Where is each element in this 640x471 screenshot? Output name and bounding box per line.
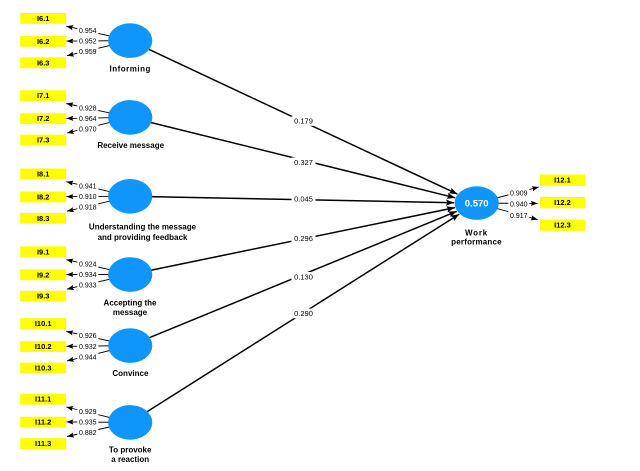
svg-text:0.929: 0.929 xyxy=(79,409,97,416)
svg-text:0.941: 0.941 xyxy=(79,184,97,191)
svg-text:I7.1: I7.1 xyxy=(37,91,50,100)
svg-text:0.940: 0.940 xyxy=(510,202,528,209)
svg-text:Receive message: Receive message xyxy=(97,141,164,150)
svg-text:I9.3: I9.3 xyxy=(37,292,50,301)
svg-text:0.933: 0.933 xyxy=(79,283,97,290)
svg-text:Understanding the message: Understanding the message xyxy=(89,222,197,231)
svg-text:I11.2: I11.2 xyxy=(35,418,51,427)
svg-text:0.130: 0.130 xyxy=(294,273,313,282)
svg-text:I11.3: I11.3 xyxy=(35,439,51,448)
svg-text:0.952: 0.952 xyxy=(79,39,97,46)
svg-text:I7.2: I7.2 xyxy=(37,114,50,123)
svg-text:0.327: 0.327 xyxy=(294,158,313,167)
svg-text:I6.2: I6.2 xyxy=(37,37,50,46)
svg-text:0.882: 0.882 xyxy=(79,430,97,437)
svg-text:Convince: Convince xyxy=(112,369,149,378)
svg-text:and providing feedback: and providing feedback xyxy=(98,233,188,242)
svg-text:0.179: 0.179 xyxy=(294,117,313,126)
svg-text:I11.1: I11.1 xyxy=(35,395,51,404)
svg-text:0.045: 0.045 xyxy=(294,195,313,204)
svg-text:0.934: 0.934 xyxy=(79,272,97,279)
svg-text:To provoke: To provoke xyxy=(109,446,152,455)
svg-text:0.924: 0.924 xyxy=(79,261,97,268)
svg-text:0.959: 0.959 xyxy=(79,49,97,56)
svg-text:0.935: 0.935 xyxy=(79,419,97,426)
svg-text:I12.2: I12.2 xyxy=(554,198,571,207)
svg-text:I8.2: I8.2 xyxy=(37,192,50,201)
svg-text:0.918: 0.918 xyxy=(79,205,97,212)
svg-text:I8.3: I8.3 xyxy=(37,214,50,223)
svg-text:0.970: 0.970 xyxy=(79,127,97,134)
svg-text:I10.1: I10.1 xyxy=(35,319,52,328)
svg-text:0.296: 0.296 xyxy=(294,234,313,243)
svg-text:message: message xyxy=(113,308,148,317)
svg-text:0.954: 0.954 xyxy=(79,28,97,35)
svg-text:a reaction: a reaction xyxy=(111,455,149,464)
svg-text:0.910: 0.910 xyxy=(79,194,97,201)
svg-text:Informing: Informing xyxy=(110,65,151,74)
svg-text:I10.3: I10.3 xyxy=(35,364,52,373)
svg-text:I9.2: I9.2 xyxy=(37,270,50,279)
svg-text:0.944: 0.944 xyxy=(79,354,97,361)
svg-text:Accepting the: Accepting the xyxy=(104,299,157,308)
svg-text:0.570: 0.570 xyxy=(465,199,489,210)
svg-text:I9.1: I9.1 xyxy=(37,247,50,256)
svg-text:0.964: 0.964 xyxy=(79,116,97,123)
svg-text:0.928: 0.928 xyxy=(79,105,97,112)
svg-text:I10.2: I10.2 xyxy=(35,342,52,351)
svg-text:I12.3: I12.3 xyxy=(554,221,571,230)
svg-text:0.909: 0.909 xyxy=(510,190,528,197)
svg-text:0.926: 0.926 xyxy=(79,333,97,340)
svg-text:I12.1: I12.1 xyxy=(554,176,571,185)
svg-text:performance: performance xyxy=(451,237,502,246)
svg-text:0.932: 0.932 xyxy=(79,344,97,351)
svg-text:I6.3: I6.3 xyxy=(37,58,50,67)
svg-text:I6.1: I6.1 xyxy=(37,14,50,23)
svg-text:I8.1: I8.1 xyxy=(37,169,50,178)
svg-text:0.917: 0.917 xyxy=(510,213,528,220)
svg-text:0.290: 0.290 xyxy=(294,309,313,318)
svg-text:Work: Work xyxy=(465,228,488,237)
svg-text:I7.3: I7.3 xyxy=(37,136,50,145)
